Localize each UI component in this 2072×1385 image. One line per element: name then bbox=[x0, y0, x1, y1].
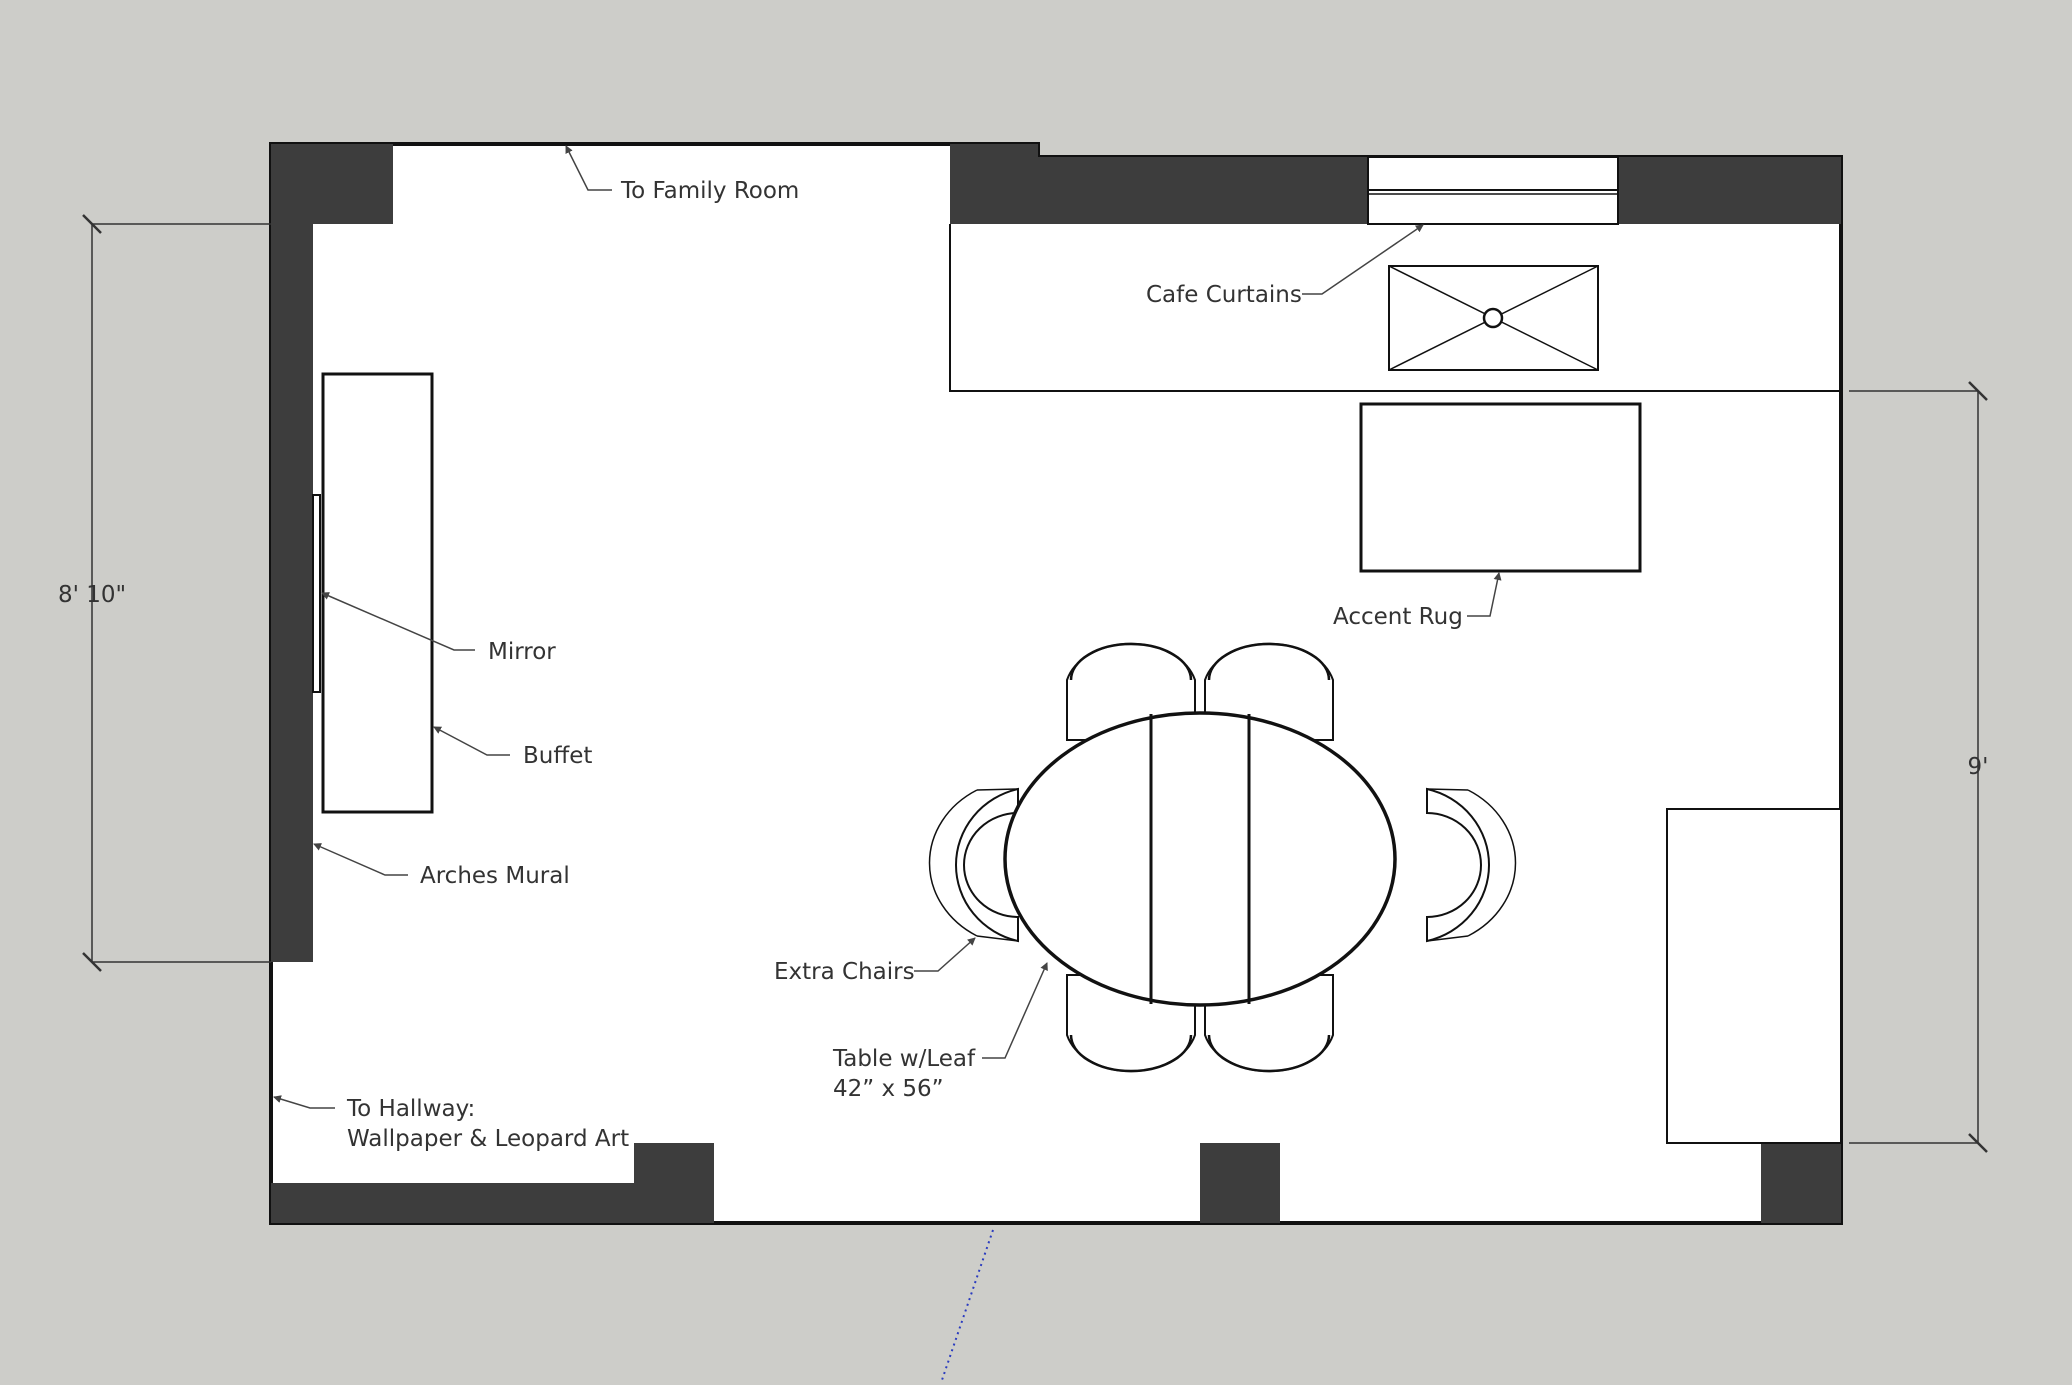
dimension-right-label: 9' bbox=[1968, 754, 1989, 780]
leader-buffet bbox=[433, 726, 510, 756]
leader-table bbox=[982, 962, 1048, 1059]
bottom-wall-left bbox=[271, 1183, 634, 1223]
leaders bbox=[273, 145, 1502, 1109]
leader-mirror bbox=[321, 592, 475, 651]
top-wall-right bbox=[1618, 157, 1841, 224]
window bbox=[1367, 156, 1619, 225]
mirror bbox=[312, 494, 321, 693]
label-mirror: Mirror bbox=[488, 639, 556, 665]
label-buffet: Buffet bbox=[523, 743, 592, 769]
dimension-left bbox=[82, 214, 271, 972]
dining-table bbox=[1003, 711, 1397, 1007]
label-table-line1: Table w/Leaf bbox=[832, 1046, 976, 1072]
leader-hallway bbox=[273, 1095, 335, 1109]
buffet bbox=[321, 372, 434, 814]
label-hallway-line1: To Hallway: bbox=[346, 1096, 475, 1122]
label-hallway-line2: Wallpaper & Leopard Art bbox=[347, 1126, 629, 1152]
label-arches-mural: Arches Mural bbox=[420, 863, 570, 889]
leader-cafe-curtains bbox=[1302, 224, 1424, 295]
dimension-right bbox=[1849, 381, 1988, 1153]
wall-pillar-bottom-left bbox=[634, 1143, 714, 1223]
room-floor bbox=[269, 142, 1843, 1225]
axis-guide bbox=[941, 1229, 994, 1381]
label-family-room: To Family Room bbox=[620, 178, 799, 204]
top-wall-right bbox=[1038, 157, 1368, 224]
leader-family-room bbox=[565, 145, 612, 191]
label-extra-chairs: Extra Chairs bbox=[774, 959, 915, 985]
top-wall-right bbox=[950, 144, 1038, 224]
sink bbox=[1388, 265, 1599, 371]
counter-outline bbox=[949, 224, 1841, 392]
wall-corner-bottom-right bbox=[1761, 1143, 1841, 1223]
label-accent-rug: Accent Rug bbox=[1333, 604, 1463, 630]
dimension-left-label: 8' 10" bbox=[58, 582, 126, 608]
side-cabinet bbox=[1666, 808, 1842, 1144]
left-wall bbox=[271, 144, 313, 962]
leader-extra-chairs bbox=[914, 937, 976, 972]
extra-chair-right bbox=[1426, 787, 1517, 943]
label-table-line2: 42” x 56” bbox=[833, 1076, 944, 1102]
walls bbox=[271, 144, 1841, 1223]
label-cafe-curtains: Cafe Curtains bbox=[1146, 282, 1302, 308]
wall-pillar-bottom-mid bbox=[1200, 1143, 1280, 1223]
leader-arches-mural bbox=[313, 843, 408, 876]
extra-chair-left bbox=[928, 787, 1019, 943]
wall-corner-top-left bbox=[313, 144, 393, 224]
accent-rug bbox=[1359, 402, 1642, 573]
leader-accent-rug bbox=[1467, 572, 1502, 617]
